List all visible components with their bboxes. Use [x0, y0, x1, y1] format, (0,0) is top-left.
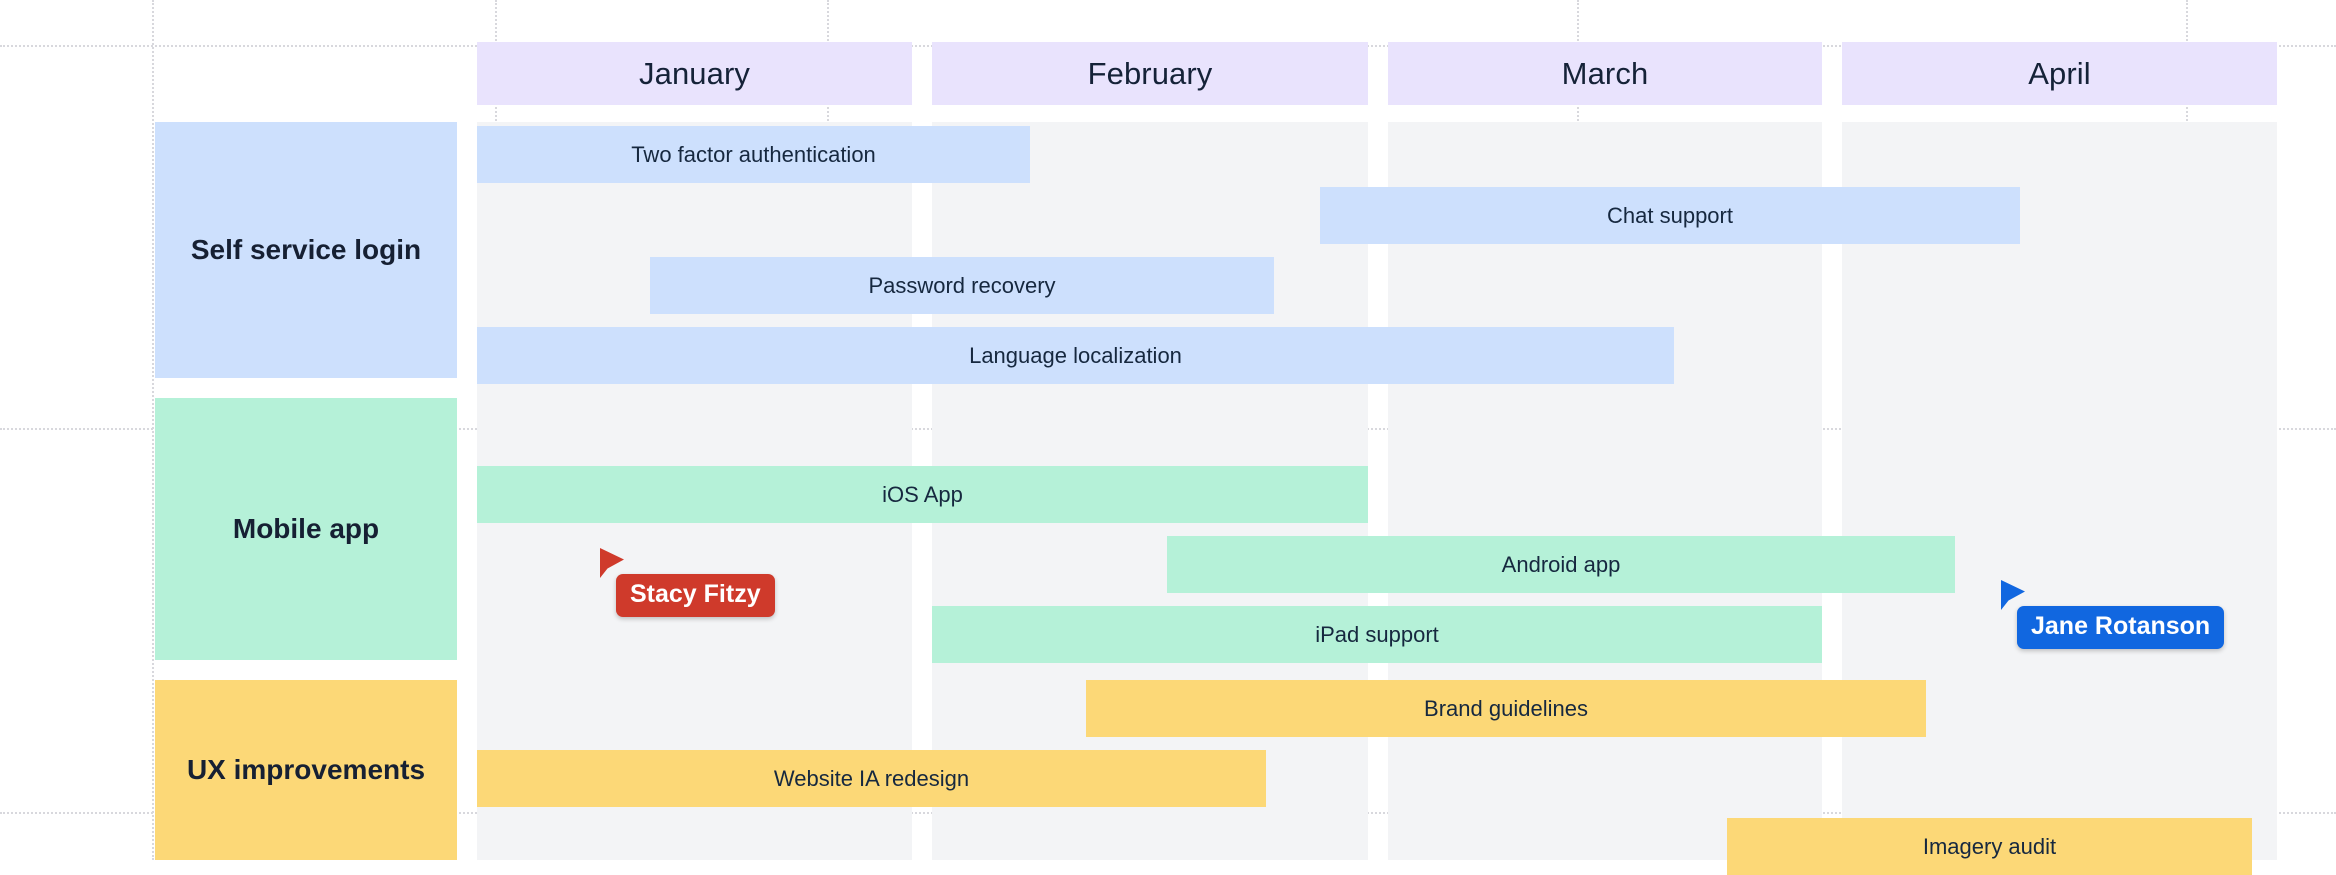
task-bar-label: Chat support	[1607, 202, 1733, 228]
task-bar-label: Two factor authentication	[631, 141, 876, 167]
month-header-february[interactable]: February	[932, 42, 1368, 105]
task-bar[interactable]: iPad support	[932, 606, 1822, 663]
task-bar-label: Website IA redesign	[773, 765, 970, 791]
group-label-mobile-app[interactable]: Mobile app	[155, 398, 457, 660]
cursor-pointer-icon	[2001, 580, 2025, 610]
task-bar-label: Password recovery	[868, 272, 1056, 298]
task-bar[interactable]: Android app	[1167, 536, 1955, 593]
task-bar[interactable]: Chat support	[1320, 187, 2020, 244]
task-bar[interactable]: Password recovery	[650, 257, 1274, 314]
cursor-name-tag: Jane Rotanson	[2017, 606, 2225, 649]
task-bar[interactable]: Brand guidelines	[1086, 680, 1926, 737]
group-label-ux-improvements[interactable]: UX improvements	[155, 680, 457, 860]
month-column-april	[1842, 122, 2277, 860]
task-bar[interactable]: Two factor authentication	[477, 126, 1030, 183]
month-header-january[interactable]: January	[477, 42, 912, 105]
task-bar-label: iPad support	[1315, 621, 1439, 647]
month-header-label: March	[1561, 55, 1649, 91]
task-bar-label: Language localization	[969, 342, 1182, 368]
task-bar[interactable]: Language localization	[477, 327, 1674, 384]
task-bar[interactable]: Imagery audit	[1727, 818, 2252, 875]
month-header-label: January	[639, 55, 750, 91]
task-bar-label: Brand guidelines	[1424, 695, 1588, 721]
group-label-text: UX improvements	[186, 754, 426, 786]
month-header-label: April	[2028, 55, 2091, 91]
group-label-text: Self service login	[190, 234, 422, 266]
group-label-self-service-login[interactable]: Self service login	[155, 122, 457, 378]
month-column-march	[1388, 122, 1822, 860]
task-bar-label: Android app	[1501, 551, 1621, 577]
task-bar-label: iOS App	[882, 481, 963, 507]
month-header-label: February	[1087, 55, 1213, 91]
task-bar[interactable]: iOS App	[477, 466, 1368, 523]
task-bar[interactable]: Website IA redesign	[477, 750, 1266, 807]
guide-line-vertical	[152, 0, 154, 860]
cursor-pointer-icon	[600, 548, 624, 578]
month-header-march[interactable]: March	[1388, 42, 1822, 105]
month-header-april[interactable]: April	[1842, 42, 2277, 105]
group-label-text: Mobile app	[232, 513, 380, 545]
cursor-name-tag: Stacy Fitzy	[616, 574, 775, 617]
task-bar-label: Imagery audit	[1922, 833, 2057, 859]
